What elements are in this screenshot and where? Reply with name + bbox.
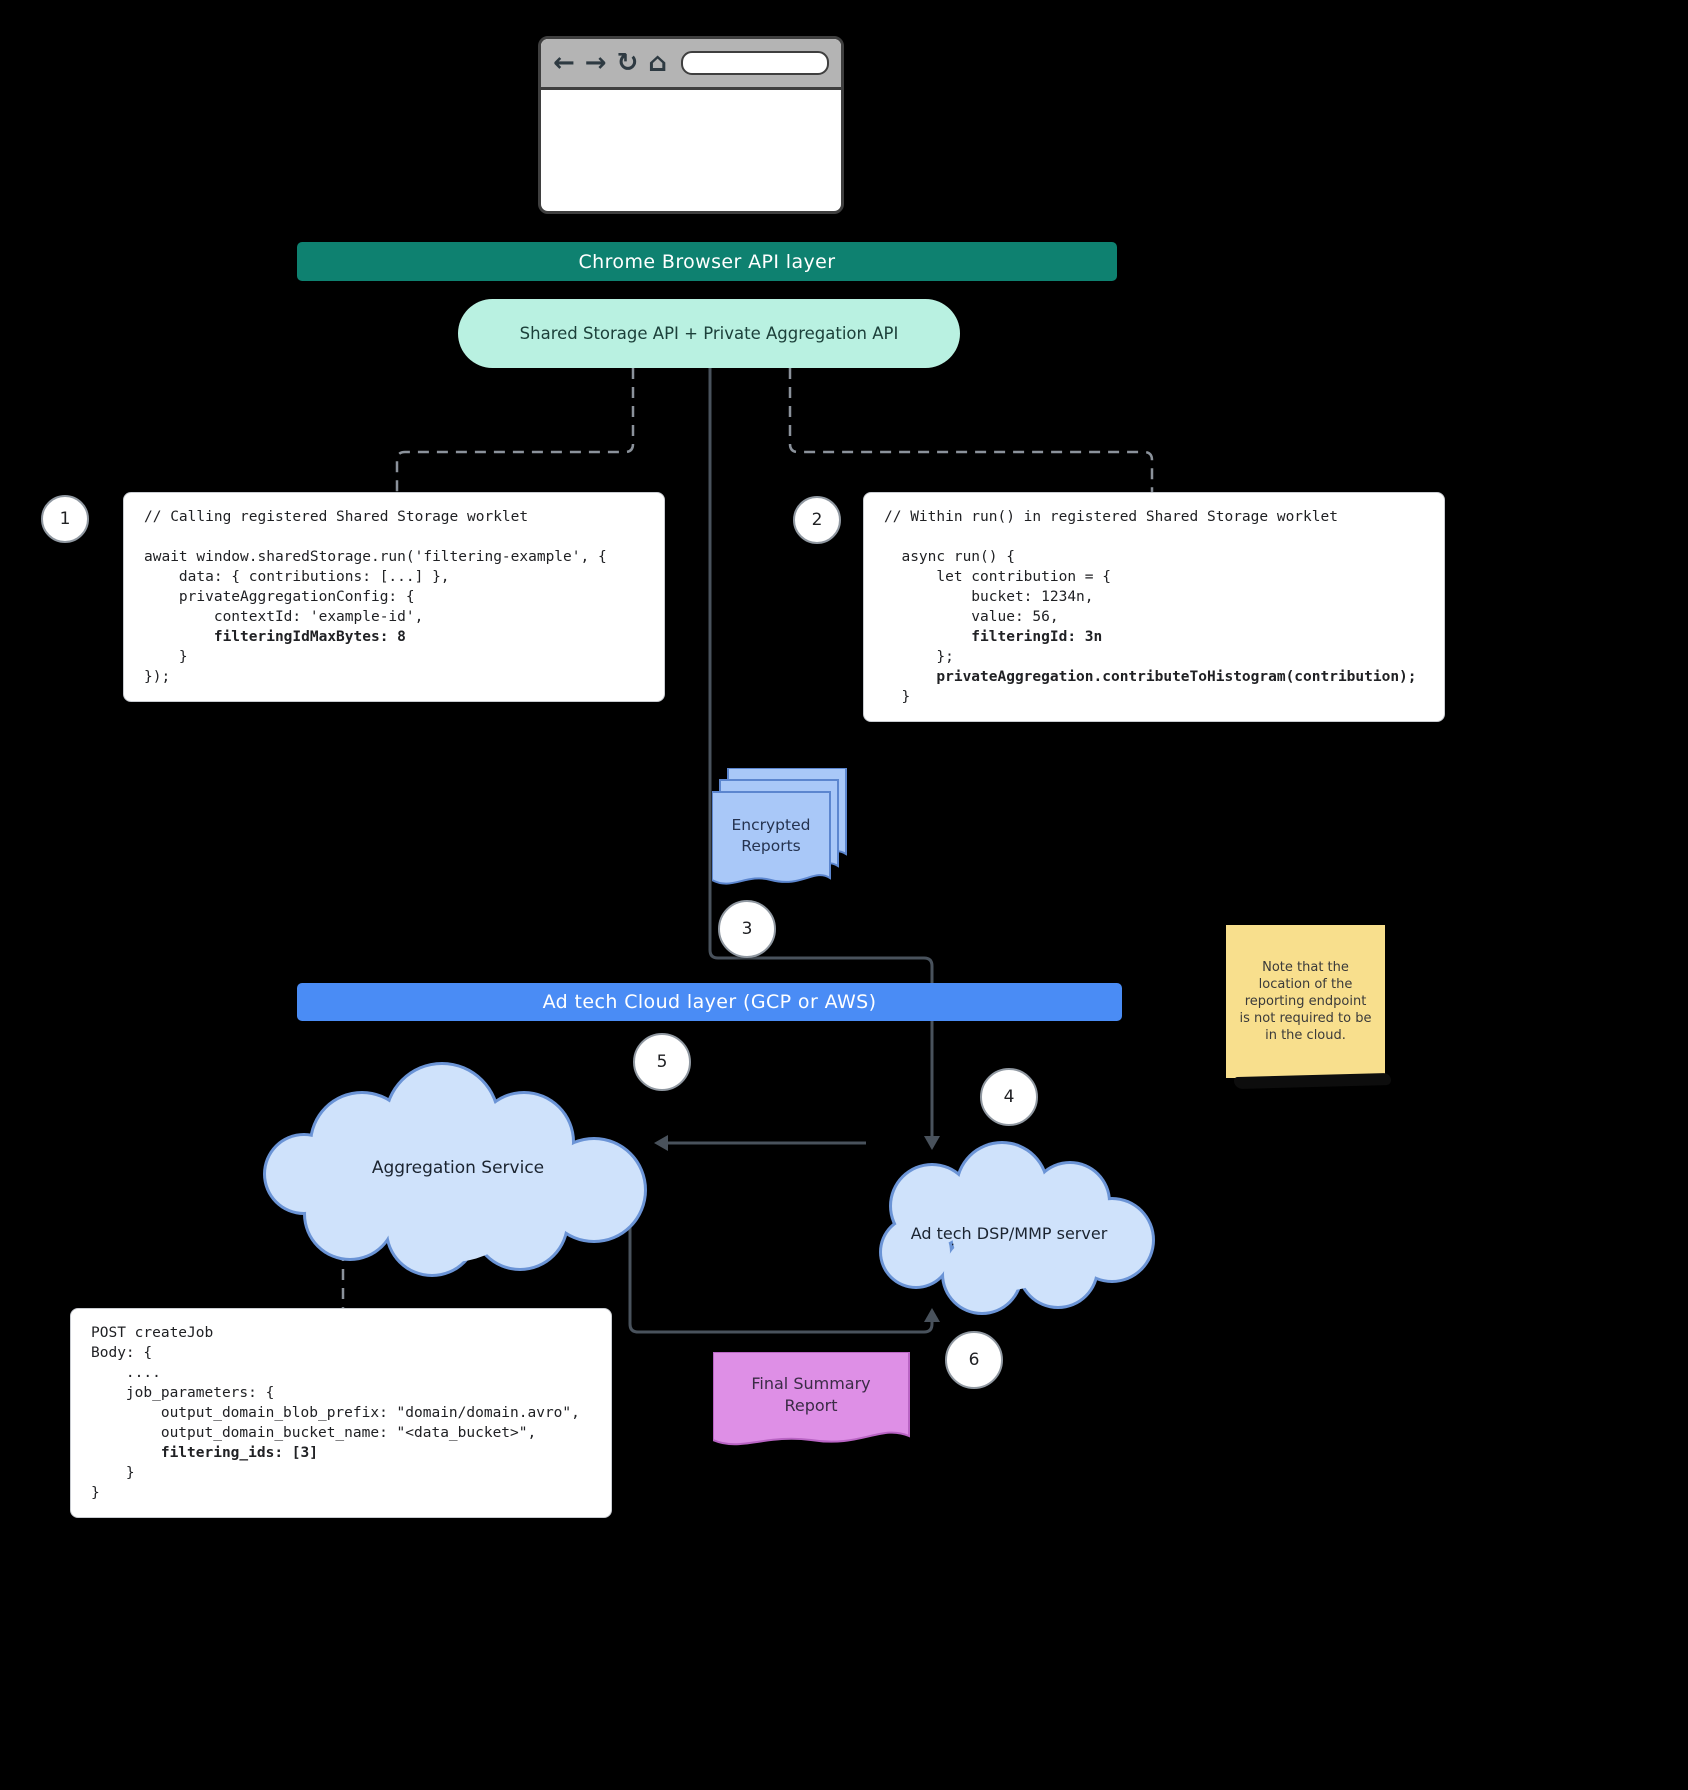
- code-line: filtering_ids: [3]: [91, 1445, 318, 1461]
- code-line: value: 56,: [884, 609, 1059, 625]
- code-line: contextId: 'example-id',: [144, 609, 424, 625]
- cloud-shape: [263, 1062, 647, 1277]
- code-block-worklet-call: // Calling registered Shared Storage wor…: [123, 492, 665, 702]
- code-line: POST createJob: [91, 1325, 214, 1341]
- code-line: }: [884, 689, 911, 705]
- sticky-note-text: Note that the location of the reporting …: [1239, 960, 1372, 1043]
- code-line: filteringIdMaxBytes: 8: [144, 629, 406, 645]
- dashed-connector-right: [788, 368, 1154, 492]
- home-icon: ⌂: [648, 48, 668, 78]
- step-circle-3: 3: [718, 900, 776, 958]
- code-line: [144, 527, 644, 547]
- code-line: // Calling registered Shared Storage wor…: [144, 509, 529, 525]
- code-line: privateAggregation.contributeToHistogram…: [884, 669, 1417, 685]
- sticky-note: Note that the location of the reporting …: [1226, 925, 1385, 1078]
- code-line: Body: {: [91, 1345, 153, 1361]
- document-icon: [712, 1351, 910, 1446]
- step-circle-2: 2: [793, 496, 841, 544]
- code-line: });: [144, 669, 171, 685]
- code-line: // Within run() in registered Shared Sto…: [884, 509, 1338, 525]
- code-line: }: [91, 1485, 100, 1501]
- code-line: [884, 527, 1424, 547]
- code-block-worklet-run: // Within run() in registered Shared Sto…: [863, 492, 1445, 722]
- adtech-cloud-layer-banner: Ad tech Cloud layer (GCP or AWS): [297, 983, 1122, 1021]
- browser-toolbar: ← → ↻ ⌂: [541, 39, 841, 90]
- aggregation-service-label: Aggregation Service: [371, 1158, 545, 1178]
- code-line: privateAggregationConfig: {: [144, 589, 415, 605]
- arrowhead-down: [924, 1136, 940, 1150]
- code-line: bucket: 1234n,: [884, 589, 1094, 605]
- arrowhead-up: [924, 1308, 940, 1322]
- forward-icon: →: [584, 48, 607, 78]
- code-line: }: [91, 1465, 135, 1481]
- step-circle-6: 6: [945, 1331, 1003, 1389]
- flow-line-reports: [708, 368, 934, 1141]
- refresh-icon: ↻: [616, 48, 639, 78]
- document-stack-icon: [711, 767, 847, 885]
- code-line: filteringId: 3n: [884, 629, 1103, 645]
- final-summary-report-label: Final Summary Report: [751, 1374, 871, 1415]
- back-icon: ←: [553, 48, 575, 78]
- code-line: async run() {: [884, 549, 1015, 565]
- shared-storage-api-pill: Shared Storage API + Private Aggregation…: [458, 299, 960, 368]
- final-summary-report-document: Final Summary Report: [712, 1351, 913, 1464]
- code-line: data: { contributions: [...] },: [144, 569, 450, 585]
- browser-window: ← → ↻ ⌂: [538, 36, 844, 214]
- step-circle-4: 4: [980, 1068, 1038, 1126]
- code-line: }: [144, 649, 188, 665]
- dsp-mmp-server-cloud: Ad tech DSP/MMP server: [860, 1140, 1158, 1318]
- code-line: job_parameters: {: [91, 1385, 275, 1401]
- step-circle-1: 1: [41, 495, 89, 543]
- address-bar: [681, 51, 829, 75]
- chrome-api-layer-banner: Chrome Browser API layer: [297, 242, 1117, 281]
- dsp-mmp-server-label: Ad tech DSP/MMP server: [910, 1224, 1108, 1243]
- code-line: let contribution = {: [884, 569, 1111, 585]
- code-line: await window.sharedStorage.run('filterin…: [144, 549, 607, 565]
- step-circle-5: 5: [633, 1033, 691, 1091]
- arrowhead-left: [654, 1135, 668, 1151]
- code-line: output_domain_blob_prefix: "domain/domai…: [91, 1405, 580, 1421]
- cloud-shape: [879, 1141, 1155, 1315]
- encrypted-reports-label: Encrypted Reports: [731, 816, 811, 855]
- dashed-connector-left: [395, 368, 635, 492]
- flow-line-summary: [628, 1220, 934, 1334]
- aggregation-service-cloud: Aggregation Service: [262, 1062, 654, 1277]
- encrypted-reports-document: Encrypted Reports: [711, 767, 848, 898]
- code-line: ....: [91, 1365, 161, 1381]
- code-line: output_domain_bucket_name: "<data_bucket…: [91, 1425, 537, 1441]
- code-line: };: [884, 649, 954, 665]
